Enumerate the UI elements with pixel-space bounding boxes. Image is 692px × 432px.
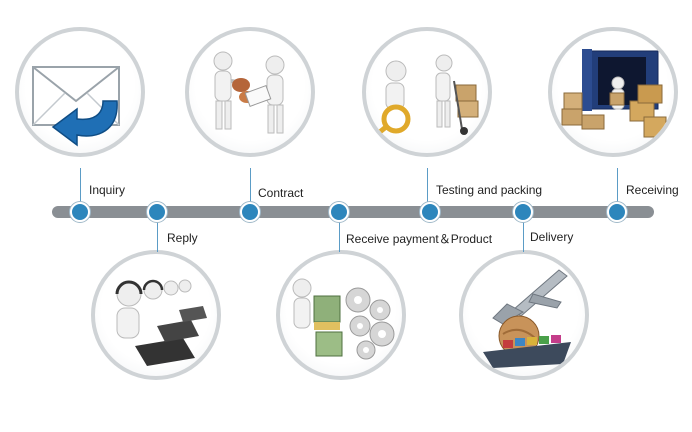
money-and-gears-icon	[292, 278, 395, 360]
step-label-testing-packing: Testing and packing	[436, 183, 543, 197]
envelope-reply-icon	[32, 66, 120, 147]
delivery-illustration	[459, 250, 589, 380]
payment-product-illustration	[276, 250, 406, 380]
contract-illustration	[185, 27, 315, 157]
contract-node	[240, 202, 260, 222]
inquiry-node	[70, 202, 90, 222]
payment-connector	[339, 214, 340, 252]
inspection-and-packing-icon	[374, 54, 479, 137]
receiving-node	[607, 202, 627, 222]
airplane-and-cargo-ship-icon	[483, 269, 571, 368]
step-label-inquiry: Inquiry	[89, 183, 126, 197]
receiving-illustration	[548, 27, 678, 157]
testing-packing-illustration	[362, 27, 492, 157]
step-label-receiving: Receiving	[626, 183, 679, 197]
reply-node	[147, 202, 167, 222]
step-label-receive-payment-product: Receive payment＆Product	[346, 232, 493, 246]
container-boxes-icon	[561, 49, 667, 138]
step-label-delivery: Delivery	[530, 230, 574, 244]
testing-connector	[427, 168, 428, 210]
step-label-contract: Contract	[258, 186, 304, 200]
payment-node	[329, 202, 349, 222]
receiving-connector	[617, 168, 618, 210]
delivery-connector	[523, 214, 524, 252]
inquiry-illustration	[15, 27, 145, 157]
reply-illustration	[91, 250, 221, 380]
delivery-node	[513, 202, 533, 222]
handshake-contract-icon	[213, 51, 285, 134]
customer-service-headset-icon	[115, 279, 207, 366]
testing-node	[420, 202, 440, 222]
contract-connector	[250, 168, 251, 210]
reply-connector	[157, 214, 158, 252]
inquiry-connector	[80, 168, 81, 210]
timeline-bar	[52, 206, 654, 218]
step-label-reply: Reply	[167, 231, 198, 245]
